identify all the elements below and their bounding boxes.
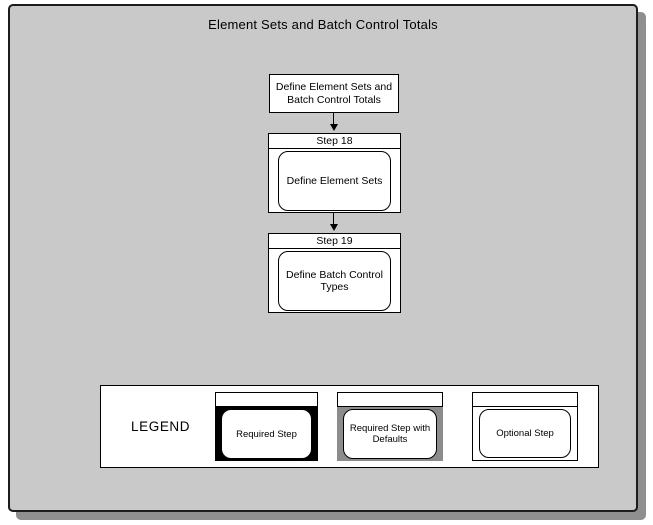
step-19-header: Step 19 — [269, 234, 400, 249]
arrow-down-icon — [329, 124, 338, 131]
legend-optional-step-body: Optional Step — [472, 407, 578, 461]
step-19-task-label: Define Batch Control Types — [286, 268, 383, 294]
flow-start-box: Define Element Sets and Batch Control To… — [269, 74, 399, 113]
flow-start-label: Define Element Sets and Batch Control To… — [275, 80, 393, 106]
legend-optional-step-header — [472, 392, 578, 407]
legend-required-step-header — [215, 392, 318, 407]
step-18-task-rect: Define Element Sets — [278, 151, 391, 211]
legend-required-defaults-label: Required Step with Defaults — [349, 423, 431, 445]
arrow-down-icon — [329, 224, 338, 231]
legend-title: LEGEND — [131, 418, 191, 434]
step-19-body: Define Batch Control Types — [269, 249, 400, 312]
step-18-header: Step 18 — [269, 134, 400, 149]
legend-required-defaults-rect: Required Step with Defaults — [343, 409, 437, 459]
step-19-label: Step 19 — [316, 235, 353, 247]
legend-optional-step-rect: Optional Step — [479, 409, 571, 458]
legend-optional-step-label: Optional Step — [496, 428, 554, 439]
step-18-label: Step 18 — [316, 135, 353, 147]
step-18-task-label: Define Element Sets — [286, 174, 383, 187]
legend-required-step-label: Required Step — [236, 428, 297, 440]
legend-item-required-step-with-defaults: Required Step with Defaults — [337, 392, 443, 461]
legend-required-defaults-body: Required Step with Defaults — [337, 407, 443, 461]
flow-connector-line-2 — [333, 213, 335, 225]
legend-box: LEGEND Required Step Required Step with … — [100, 385, 599, 468]
step-box-18: Step 18 Define Element Sets — [268, 133, 401, 213]
legend-required-step-body: Required Step — [215, 407, 318, 461]
legend-required-step-rect: Required Step — [221, 409, 312, 459]
legend-item-required-step: Required Step — [215, 392, 318, 461]
legend-item-optional-step: Optional Step — [472, 392, 578, 461]
step-box-19: Step 19 Define Batch Control Types — [268, 233, 401, 313]
step-18-body: Define Element Sets — [269, 149, 400, 212]
diagram-title: Element Sets and Batch Control Totals — [208, 17, 438, 32]
step-19-task-rect: Define Batch Control Types — [278, 251, 391, 311]
flow-connector-line-1 — [333, 113, 335, 125]
legend-required-defaults-header — [337, 392, 443, 407]
